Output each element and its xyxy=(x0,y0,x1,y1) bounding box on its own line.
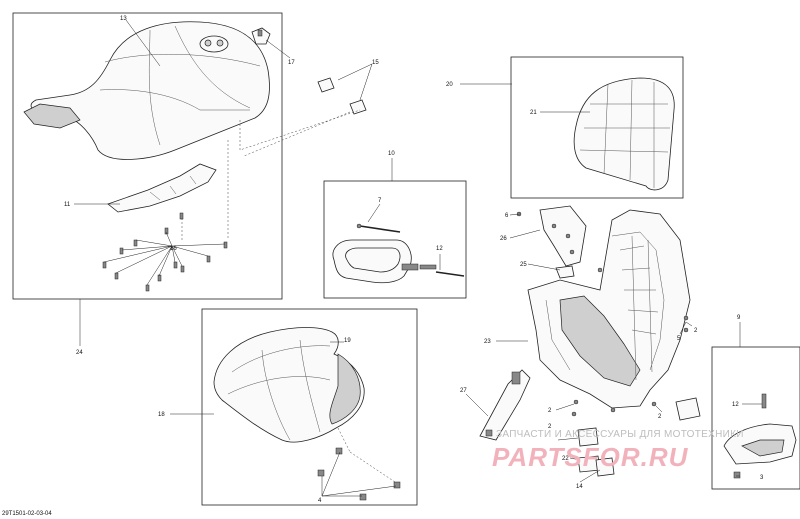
callout-15: 15 xyxy=(372,60,379,66)
callout-3: 3 xyxy=(760,475,764,481)
callout-7: 7 xyxy=(378,198,382,204)
callout-2a: 2 xyxy=(694,328,698,334)
callout-19: 19 xyxy=(344,338,351,344)
backrest-bracket xyxy=(539,205,587,267)
callout-20: 20 xyxy=(446,82,453,88)
fastener-cluster-16 xyxy=(102,212,228,292)
callout-5: 5 xyxy=(677,336,681,342)
rubber-dampers xyxy=(317,77,367,115)
driver-seat xyxy=(23,21,270,160)
callout-11: 11 xyxy=(64,202,71,208)
callout-12b: 12 xyxy=(732,402,739,408)
frame-seat-group xyxy=(12,12,283,300)
document-code: 29T1501-02-03-04 xyxy=(2,511,52,517)
frame-backrest-pad xyxy=(510,56,684,199)
passenger-seat xyxy=(213,327,365,443)
callout-23: 23 xyxy=(484,339,491,345)
lock-latch xyxy=(479,369,531,441)
leader-lines xyxy=(74,19,762,497)
watermark-brand: PARTSFOR.RU xyxy=(492,442,689,472)
frame-footrest-group xyxy=(711,346,800,490)
grab-handle xyxy=(332,239,437,284)
backrest-pad xyxy=(573,77,675,191)
callout-6: 6 xyxy=(505,213,509,219)
callout-10: 10 xyxy=(388,151,395,157)
seat-base-plate xyxy=(107,163,217,213)
callout-4: 4 xyxy=(318,498,322,504)
callout-26: 26 xyxy=(500,236,507,242)
mount-blocks xyxy=(577,397,701,477)
callout-25: 25 xyxy=(520,262,527,268)
pin-12 xyxy=(435,271,465,277)
callout-12a: 12 xyxy=(436,246,443,252)
seat-latch xyxy=(251,27,271,45)
callout-24: 24 xyxy=(76,350,83,356)
callout-18: 18 xyxy=(158,412,165,418)
callout-16: 16 xyxy=(170,246,177,252)
callout-22: 22 xyxy=(562,456,569,462)
backrest-frame xyxy=(527,209,691,409)
callout-2d: 2 xyxy=(658,414,662,420)
frame-passenger-seat xyxy=(201,308,418,506)
callout-2b: 2 xyxy=(548,408,552,414)
callout-17: 17 xyxy=(288,60,295,66)
callout-14: 14 xyxy=(576,484,583,490)
callout-21: 21 xyxy=(530,110,537,116)
footrest xyxy=(723,393,797,479)
clip-25 xyxy=(555,265,575,279)
long-bolt xyxy=(356,223,401,233)
callout-13: 13 xyxy=(120,16,127,22)
callout-2c: 2 xyxy=(548,424,552,430)
watermark-tagline: ЗАПЧАСТИ И АКСЕССУАРЫ ДЛЯ МОТОТЕХНИКИ xyxy=(496,429,744,440)
bolts xyxy=(516,211,689,417)
frame-handle-group xyxy=(323,180,467,299)
callout-27: 27 xyxy=(460,388,467,394)
passenger-seat-fasteners xyxy=(317,447,401,501)
callout-9: 9 xyxy=(737,315,741,321)
